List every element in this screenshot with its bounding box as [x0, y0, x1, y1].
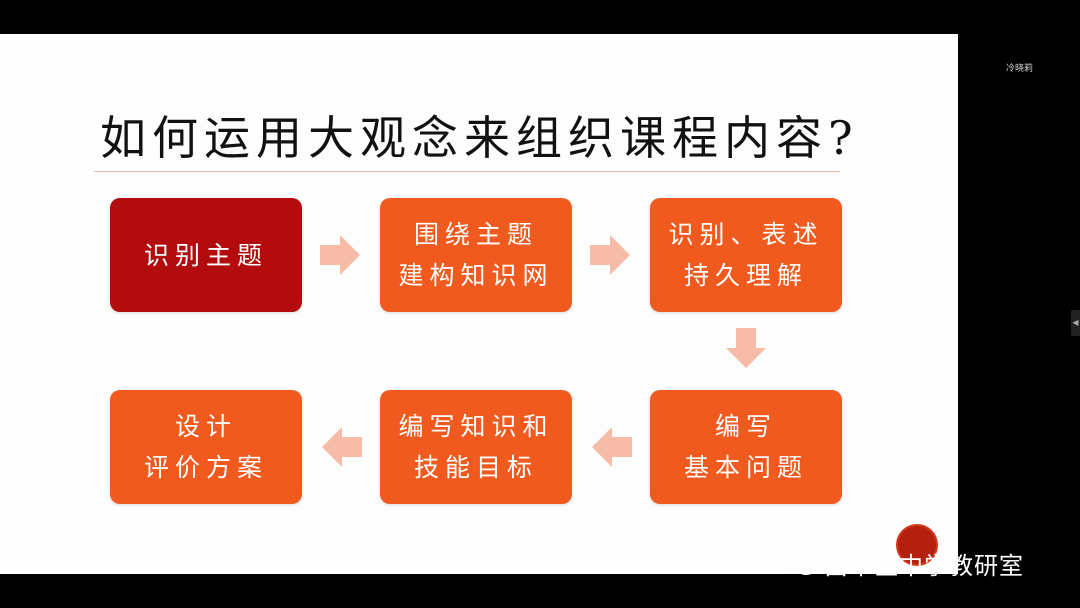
step-2-line2: 建构知识网 [398, 261, 554, 290]
step-3-line2: 持久理解 [683, 261, 808, 290]
step-box-build-knowledge-network: 围绕主题 建构知识网 [380, 198, 572, 312]
arrow-right-icon [590, 235, 630, 275]
collapse-panel-handle[interactable]: ◀ [1071, 310, 1080, 336]
participant-name: 冷晓莉 [1006, 64, 1034, 74]
arrow-down-icon [726, 328, 766, 368]
wechat-icon [783, 551, 816, 575]
presentation-slide: 如何运用大观念来组织课程内容? 识别主题 围绕主题 建构知识网 识别、表述 持久… [0, 34, 958, 574]
step-1-line1: 识别主题 [143, 240, 268, 270]
arrow-left-icon [592, 427, 632, 467]
arrow-left-icon [322, 427, 362, 467]
step-box-essential-questions: 编写 基本问题 [650, 390, 842, 504]
step-box-knowledge-skill-goals: 编写知识和 技能目标 [380, 390, 572, 504]
step-4-line1: 编写 [714, 412, 777, 441]
step-6-line1: 设计 [174, 412, 237, 441]
step-box-enduring-understanding: 识别、表述 持久理解 [650, 198, 842, 312]
arrow-right-icon [320, 235, 360, 275]
step-3-line1: 识别、表述 [668, 220, 824, 249]
step-5-line1: 编写知识和 [398, 412, 554, 441]
slide-title: 如何运用大观念来组织课程内容? [100, 111, 859, 165]
wechat-watermark: 昌平区中学教研室 [782, 546, 1024, 581]
step-2-line1: 围绕主题 [413, 220, 538, 249]
title-divider [94, 171, 840, 172]
watermark-text: 昌平区中学教研室 [824, 552, 1024, 580]
participant-side-panel [958, 34, 1080, 574]
step-box-identify-topic: 识别主题 [110, 198, 302, 312]
step-box-assessment-plan: 设计 评价方案 [110, 390, 302, 504]
step-4-line2: 基本问题 [683, 453, 808, 482]
step-6-line2: 评价方案 [143, 453, 268, 482]
seal-logo [896, 524, 938, 566]
step-5-line2: 技能目标 [413, 453, 538, 482]
